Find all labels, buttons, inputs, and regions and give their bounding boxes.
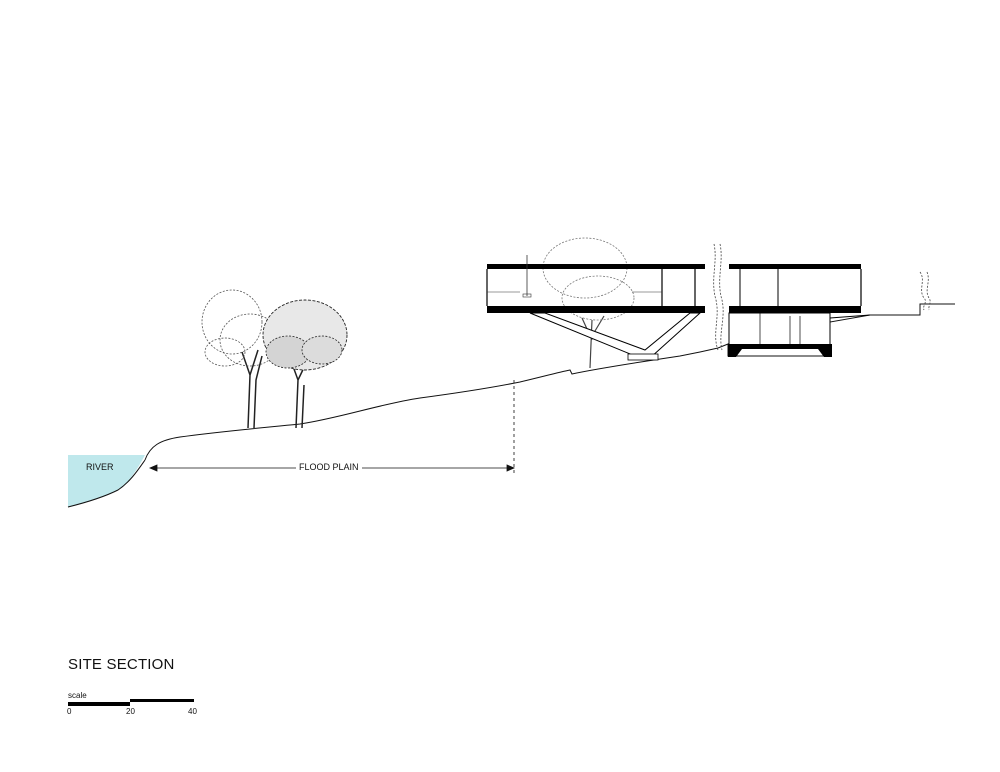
drawing-title: SITE SECTION [68,656,175,673]
scale-tick-20: 20 [126,707,135,716]
scale-label: scale [68,691,87,700]
river-bank-line [67,459,146,508]
house-section [486,255,871,361]
shrub-icon [919,271,931,311]
flood-plain-label: FLOOD PLAIN [296,462,362,472]
tree-icon [262,299,348,429]
river-label: RIVER [86,462,114,472]
river-water [68,455,145,507]
scale-tick-40: 40 [188,707,197,716]
ground-profile [144,303,955,461]
scale-tick-0: 0 [67,707,72,716]
vine-icon [713,243,724,351]
flood-plain-dimension [148,380,516,474]
scale-bar [68,699,194,706]
